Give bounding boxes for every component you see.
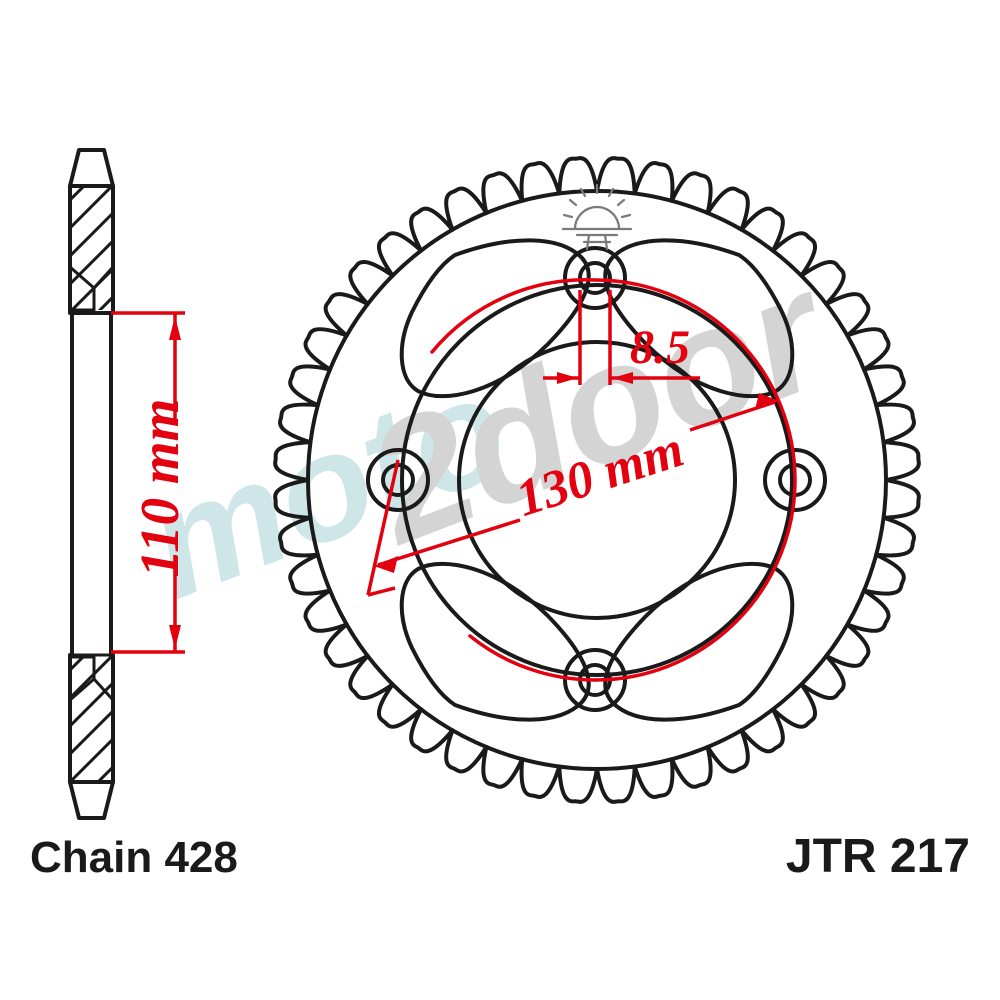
- lightening-slot-bottom-right: [603, 561, 795, 722]
- profile-top-step-chamfer: [92, 265, 115, 290]
- profile-top-hatching: [70, 186, 113, 310]
- part-number-label: JTR 217: [786, 830, 970, 883]
- dimension-8point5: 8.5: [543, 290, 700, 385]
- dim130-arc-lower-left: [468, 634, 597, 682]
- profile-bottom-tooth-cap: [68, 780, 115, 820]
- profile-bottom-step-chamfer: [92, 677, 115, 702]
- side-profile-view: [68, 148, 115, 820]
- dim85-label: 8.5: [630, 321, 690, 374]
- profile-web-walls: [70, 311, 113, 657]
- dim130-witness-left: [366, 459, 400, 596]
- bolt-hole-top: [563, 246, 627, 310]
- profile-bottom-hatching: [70, 655, 113, 782]
- dim85-arrow-left: [557, 372, 578, 384]
- dim110-arrow-bottom: [169, 625, 181, 649]
- dim85-arrow-right: [612, 372, 633, 384]
- dim130-arrow-lower-left: [374, 556, 398, 573]
- dim130-arc-upper-left: [430, 278, 597, 354]
- chain-label: Chain 428: [30, 833, 238, 882]
- profile-web-edges: [70, 311, 113, 657]
- dim130-arc-upper-right: [593, 278, 797, 482]
- sprocket-hub-circle: [400, 283, 794, 677]
- dim130-arrow-upper-right: [755, 393, 779, 410]
- dim130-witness-left-tick: [367, 586, 396, 597]
- lightening-slot-bottom-left: [399, 561, 591, 722]
- lightening-slot-top-left: [399, 238, 591, 399]
- dim110-label: 110 mm: [129, 399, 190, 578]
- profile-bottom-step: [68, 655, 96, 702]
- sprocket-center-bore: [457, 340, 737, 620]
- sprocket-face-view: [273, 156, 921, 804]
- dim130-leader-lower-left: [377, 518, 521, 567]
- lightening-slots-group: [399, 238, 795, 722]
- lightening-slot-top-right: [603, 238, 795, 399]
- dim130-arc-lower-right: [593, 478, 797, 682]
- jt-sunrise-logo: [561, 183, 633, 251]
- dimension-110mm: 110 mm: [111, 311, 190, 654]
- profile-top-step: [68, 265, 96, 312]
- dim110-arrow-top: [169, 316, 181, 340]
- profile-top-tooth-cap: [68, 148, 115, 188]
